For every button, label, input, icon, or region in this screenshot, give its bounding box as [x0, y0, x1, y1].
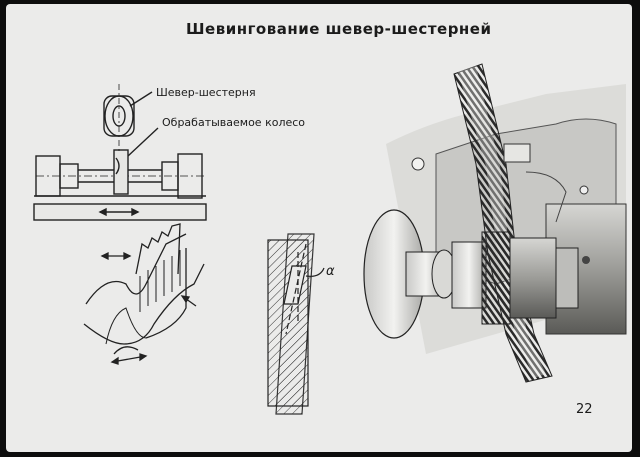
- illustration: [33, 63, 627, 415]
- machine-schematic: [33, 84, 207, 221]
- crossed-axis-section: [267, 233, 325, 415]
- tooth-mesh-diagram: [83, 223, 205, 365]
- slide: Шевингование шевер-шестерней Шевер-шесте…: [6, 4, 632, 452]
- angle-alpha-label: α: [326, 264, 335, 279]
- label-shaver-gear: Шевер-шестерня: [156, 86, 256, 99]
- slide-title: Шевингование шевер-шестерней: [186, 20, 492, 38]
- page-number: 22: [576, 402, 593, 417]
- shaving-machine-illustration: [363, 63, 627, 383]
- label-workpiece-gear: Обрабатываемое колесо: [162, 116, 306, 129]
